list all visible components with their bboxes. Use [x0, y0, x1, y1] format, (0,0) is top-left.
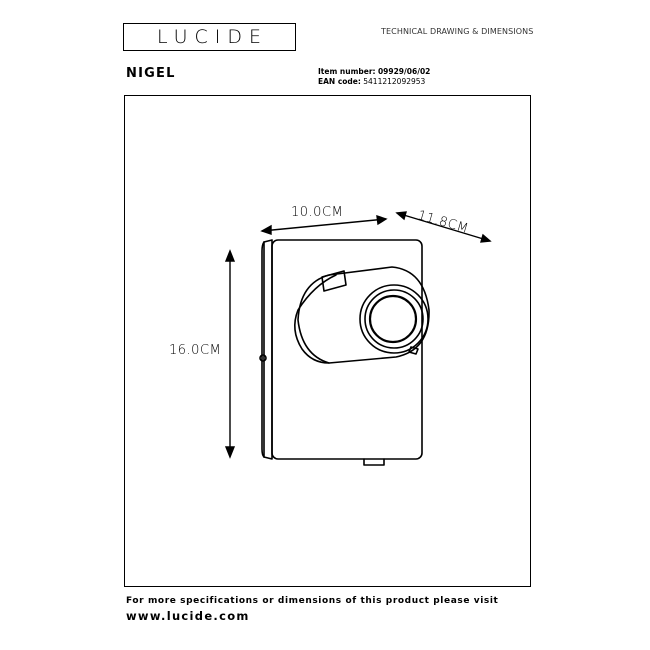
spot-lens-ring [359, 284, 429, 354]
item-number-label: Item number: [318, 67, 376, 76]
lamp-back-plate [263, 239, 273, 460]
ean-label: EAN code: [318, 77, 361, 86]
bottom-switch [363, 458, 385, 466]
technical-drawing [224, 211, 492, 466]
width-dim-line [261, 218, 387, 232]
joint-cylinder [294, 274, 337, 364]
item-number-row: Item number: 09929/06/02 [318, 67, 430, 76]
brand-logo-text: LUCIDE [156, 26, 269, 48]
depth-dim-line [396, 212, 491, 242]
product-name: NIGEL [126, 66, 176, 81]
drawing-frame [124, 95, 531, 587]
lamp-body [271, 239, 423, 460]
footer-note: For more specifications or dimensions of… [126, 596, 499, 606]
document-type-label: TECHNICAL DRAWING & DIMENSIONS [381, 27, 534, 36]
brand-logo: LUCIDE [123, 23, 296, 51]
width-dimension-label: 10.0CM [291, 205, 344, 220]
spot-cylinder [297, 266, 430, 364]
lamp-side-edge [261, 241, 265, 458]
height-dimension-label: 16.0CM [169, 343, 222, 358]
item-number-value: 09929/06/02 [377, 67, 431, 76]
spot-lens [368, 294, 418, 344]
side-screw [259, 354, 267, 362]
ean-value: 5411212092953 [363, 77, 426, 86]
spot-lens-outer [364, 289, 424, 349]
ean-row: EAN code: 5411212092953 [318, 77, 425, 86]
footer-website-link[interactable]: www.lucide.com [126, 609, 250, 623]
